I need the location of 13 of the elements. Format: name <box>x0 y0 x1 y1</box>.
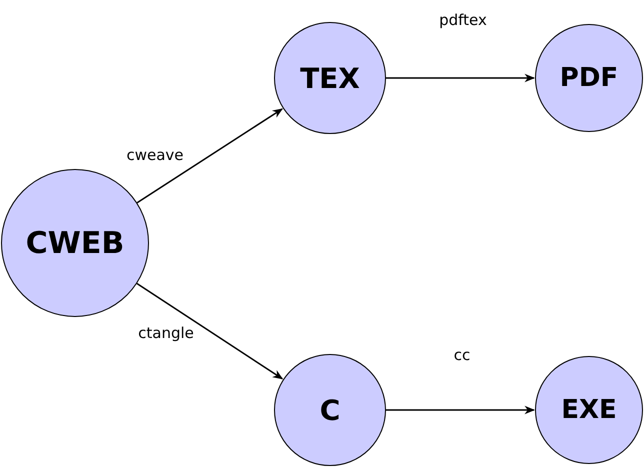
node-label: CWEB <box>26 226 124 260</box>
arrow <box>386 74 536 82</box>
edge-label: cweave <box>126 146 184 164</box>
node-label: TEX <box>300 62 360 94</box>
edge-label: pdftex <box>439 11 487 29</box>
edge-label: ctangle <box>138 324 194 342</box>
node-label: C <box>320 394 340 426</box>
node-label: EXE <box>561 395 617 425</box>
edge-label: cc <box>454 346 470 364</box>
node-label: PDF <box>560 63 618 93</box>
arrow <box>136 282 284 380</box>
arrow <box>386 406 536 414</box>
arrow <box>136 108 284 204</box>
